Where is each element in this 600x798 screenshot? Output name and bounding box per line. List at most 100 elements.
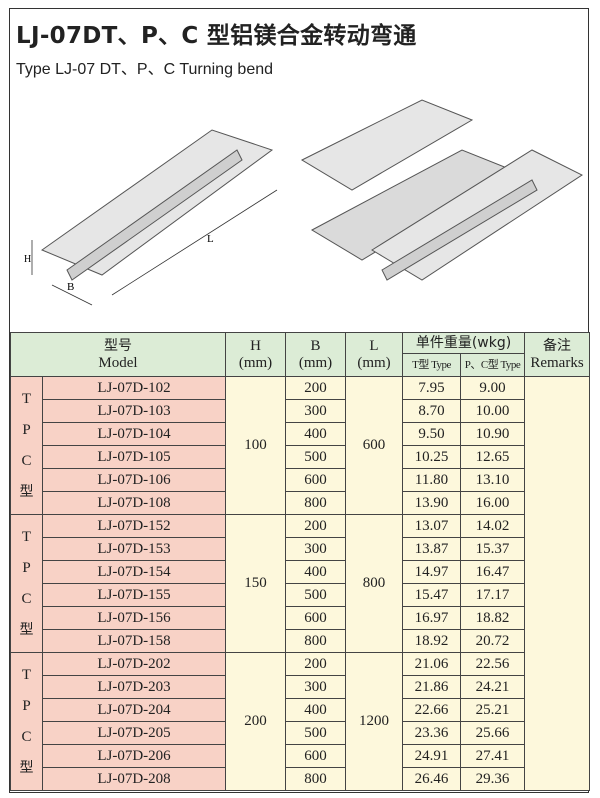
pc-weight-cell: 24.21 [460, 675, 526, 699]
b-cell: 600 [285, 606, 347, 630]
b-cell: 400 [285, 560, 347, 584]
model-cell: LJ-07D-208 [41, 767, 227, 791]
b-cell: 400 [285, 422, 347, 446]
model-cell: LJ-07D-102 [41, 376, 227, 400]
b-cell: 300 [285, 399, 347, 423]
t-weight-cell: 11.80 [402, 468, 462, 492]
model-cell: LJ-07D-203 [41, 675, 227, 699]
b-cell: 200 [285, 652, 347, 676]
model-cell: LJ-07D-205 [41, 721, 227, 745]
pc-weight-cell: 25.21 [460, 698, 526, 722]
pc-weight-cell: 10.90 [460, 422, 526, 446]
model-cell: LJ-07D-155 [41, 583, 227, 607]
model-cell: LJ-07D-204 [41, 698, 227, 722]
b-cell: 800 [285, 767, 347, 791]
model-cell: LJ-07D-154 [41, 560, 227, 584]
t-weight-cell: 18.92 [402, 629, 462, 653]
pc-weight-cell: 18.82 [460, 606, 526, 630]
t-weight-cell: 24.91 [402, 744, 462, 768]
pc-weight-cell: 9.00 [460, 376, 526, 400]
header-pc-type: P、C型 Type [460, 353, 526, 377]
pc-weight-cell: 22.56 [460, 652, 526, 676]
b-cell: 300 [285, 675, 347, 699]
remarks-cell [524, 376, 591, 791]
pc-weight-cell: 16.00 [460, 491, 526, 515]
t-weight-cell: 23.36 [402, 721, 462, 745]
b-cell: 200 [285, 376, 347, 400]
pc-weight-cell: 13.10 [460, 468, 526, 492]
pc-weight-cell: 14.02 [460, 514, 526, 538]
b-cell: 200 [285, 514, 347, 538]
pc-weight-cell: 29.36 [460, 767, 526, 791]
b-cell: 400 [285, 698, 347, 722]
pc-weight-cell: 12.65 [460, 445, 526, 469]
model-cell: LJ-07D-106 [41, 468, 227, 492]
pc-weight-cell: 20.72 [460, 629, 526, 653]
label-b: B [67, 281, 74, 293]
b-cell: 800 [285, 629, 347, 653]
page-subtitle: Type LJ-07 DT、P、C Turning bend [16, 61, 274, 78]
page-title: LJ-07DT、P、C 型铝镁合金转动弯通 [16, 23, 417, 49]
pc-weight-cell: 16.47 [460, 560, 526, 584]
b-cell: 600 [285, 744, 347, 768]
pc-weight-cell: 17.17 [460, 583, 526, 607]
model-cell: LJ-07D-202 [41, 652, 227, 676]
l-cell: 1200 [345, 652, 404, 791]
t-weight-cell: 13.87 [402, 537, 462, 561]
t-weight-cell: 21.06 [402, 652, 462, 676]
b-cell: 500 [285, 445, 347, 469]
h-cell: 100 [225, 376, 287, 515]
t-weight-cell: 7.95 [402, 376, 462, 400]
model-cell: LJ-07D-103 [41, 399, 227, 423]
t-weight-cell: 26.46 [402, 767, 462, 791]
product-illustration: H B L [24, 99, 584, 306]
t-weight-cell: 9.50 [402, 422, 462, 446]
pc-weight-cell: 25.66 [460, 721, 526, 745]
t-weight-cell: 15.47 [402, 583, 462, 607]
b-cell: 300 [285, 537, 347, 561]
h-cell: 200 [225, 652, 287, 791]
label-h: H [24, 254, 31, 265]
b-cell: 500 [285, 721, 347, 745]
t-weight-cell: 13.90 [402, 491, 462, 515]
header-t-type: T型 Type [402, 353, 462, 377]
t-weight-cell: 13.07 [402, 514, 462, 538]
h-cell: 150 [225, 514, 287, 653]
header-weight: 单件重量(wkg) [402, 332, 526, 354]
t-weight-cell: 22.66 [402, 698, 462, 722]
t-weight-cell: 21.86 [402, 675, 462, 699]
pc-weight-cell: 27.41 [460, 744, 526, 768]
model-cell: LJ-07D-108 [41, 491, 227, 515]
header-b: B(mm) [285, 332, 347, 377]
t-weight-cell: 16.97 [402, 606, 462, 630]
model-cell: LJ-07D-156 [41, 606, 227, 630]
b-cell: 500 [285, 583, 347, 607]
model-cell: LJ-07D-206 [41, 744, 227, 768]
l-cell: 600 [345, 376, 404, 515]
label-l: L [207, 233, 214, 245]
b-cell: 800 [285, 491, 347, 515]
model-cell: LJ-07D-153 [41, 537, 227, 561]
l-cell: 800 [345, 514, 404, 653]
